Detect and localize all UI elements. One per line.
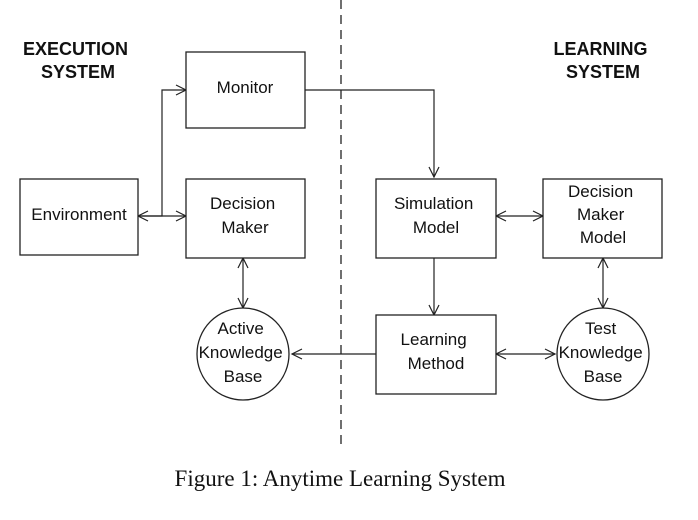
arrowhead-testkb-left bbox=[544, 348, 557, 360]
figure-caption: Figure 1: Anytime Learning System bbox=[175, 466, 506, 491]
svg-text:Simulation Model: Simulation Model bbox=[394, 194, 478, 237]
decision-maker-box: Decision Maker bbox=[185, 178, 306, 259]
simulation-model-box: Simulation Model bbox=[375, 178, 497, 259]
execution-system-header: EXECUTION SYSTEM bbox=[23, 39, 133, 82]
svg-text:Learning Method: Learning Method bbox=[401, 330, 472, 373]
decision-maker-model-box: Decision Maker Model bbox=[542, 178, 663, 259]
env-to-monitor-line bbox=[138, 89, 186, 217]
active-knowledge-base-circle: Active Knowledge Base bbox=[196, 307, 290, 401]
monitor-to-simulation-line bbox=[305, 89, 435, 177]
svg-text:Test Knowledge Bas: Test Knowledge Base bbox=[559, 319, 648, 386]
learning-method-box: Learning Method bbox=[375, 314, 497, 395]
arrowhead-activekb-right bbox=[290, 348, 303, 360]
learning-system-header: LEARNING SYSTEM bbox=[553, 39, 652, 82]
svg-text:Environment: Environment bbox=[31, 205, 127, 224]
connectors bbox=[138, 89, 604, 355]
svg-text:Decision Maker Mod: Decision Maker Model bbox=[568, 182, 638, 247]
test-knowledge-base-circle: Test Knowledge Base bbox=[556, 307, 650, 401]
arrowhead-simulation-top bbox=[428, 166, 440, 179]
svg-text:Decision Maker: Decision Maker bbox=[210, 194, 280, 237]
monitor-box: Monitor bbox=[185, 51, 306, 129]
svg-text:Active Knowledge B: Active Knowledge Base bbox=[199, 319, 288, 386]
svg-text:Monitor: Monitor bbox=[217, 78, 274, 97]
environment-box: Environment bbox=[19, 178, 139, 256]
